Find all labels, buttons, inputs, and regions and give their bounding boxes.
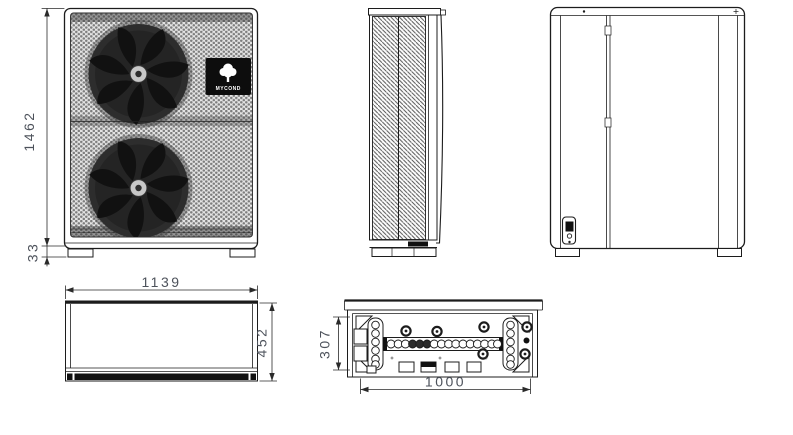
dim-bottom-width: 1000 — [360, 374, 531, 394]
bottom-left-ports — [353, 328, 368, 362]
back-service-connector — [561, 216, 577, 245]
bottom-pan-seams — [352, 313, 533, 377]
back-foot-left — [555, 248, 580, 257]
front-grille — [70, 12, 253, 238]
back-hinge-mid — [604, 117, 612, 128]
dim-bottom-width-label: 1000 — [425, 374, 466, 390]
dim-bottom-depth-label: 307 — [317, 328, 333, 359]
top-view: 1139 452 — [65, 274, 277, 382]
dim-front-base-label: 33 — [25, 242, 41, 263]
side-top-cap — [368, 8, 441, 16]
brand-logo-text: MYCOND — [216, 86, 241, 92]
grille-mid-band — [70, 116, 253, 126]
bottom-hole-strip-left — [367, 317, 384, 371]
tree-icon — [219, 63, 237, 82]
dim-top-depth: 452 — [254, 302, 277, 382]
top-back-coil-bar — [67, 373, 256, 380]
front-view: MYCOND 1462 33 — [21, 7, 259, 267]
dim-bottom-depth: 307 — [317, 316, 350, 371]
brand-badge: MYCOND — [205, 58, 251, 95]
bottom-knockouts — [366, 361, 482, 374]
dim-top-width: 1139 — [65, 274, 258, 299]
bottom-view: 307 1000 — [317, 299, 543, 394]
side-foot — [371, 247, 437, 257]
front-foot-right — [229, 248, 256, 258]
dim-front-base: 33 — [25, 242, 67, 267]
side-base — [369, 239, 437, 248]
bottom-hole-strip-right — [502, 317, 519, 371]
side-curved-edge — [436, 14, 444, 244]
side-view — [368, 8, 446, 257]
back-foot-right — [717, 248, 742, 257]
back-view — [549, 6, 746, 257]
dim-top-width-label: 1139 — [141, 274, 181, 290]
dim-front-height: 1462 — [21, 8, 67, 247]
bottom-hole-row — [383, 337, 503, 351]
top-outline — [65, 300, 258, 382]
bottom-top-band — [344, 299, 543, 311]
bottom-mounting-bolts — [400, 321, 533, 360]
side-cap-flange — [440, 9, 446, 16]
back-hinge-top — [604, 25, 612, 36]
bottom-tick-marks — [390, 356, 488, 360]
grille-top-band — [70, 13, 253, 22]
back-screw-dot — [582, 10, 586, 13]
back-panel-seams — [551, 15, 744, 248]
top-side-seams — [66, 304, 257, 372]
bottom-drain-hole — [523, 337, 530, 344]
dim-front-height-label: 1462 — [21, 110, 37, 151]
back-screw-cross — [733, 9, 739, 14]
back-cabinet — [549, 6, 746, 250]
front-foot-left — [67, 248, 94, 258]
dim-top-depth-label: 452 — [254, 327, 270, 358]
